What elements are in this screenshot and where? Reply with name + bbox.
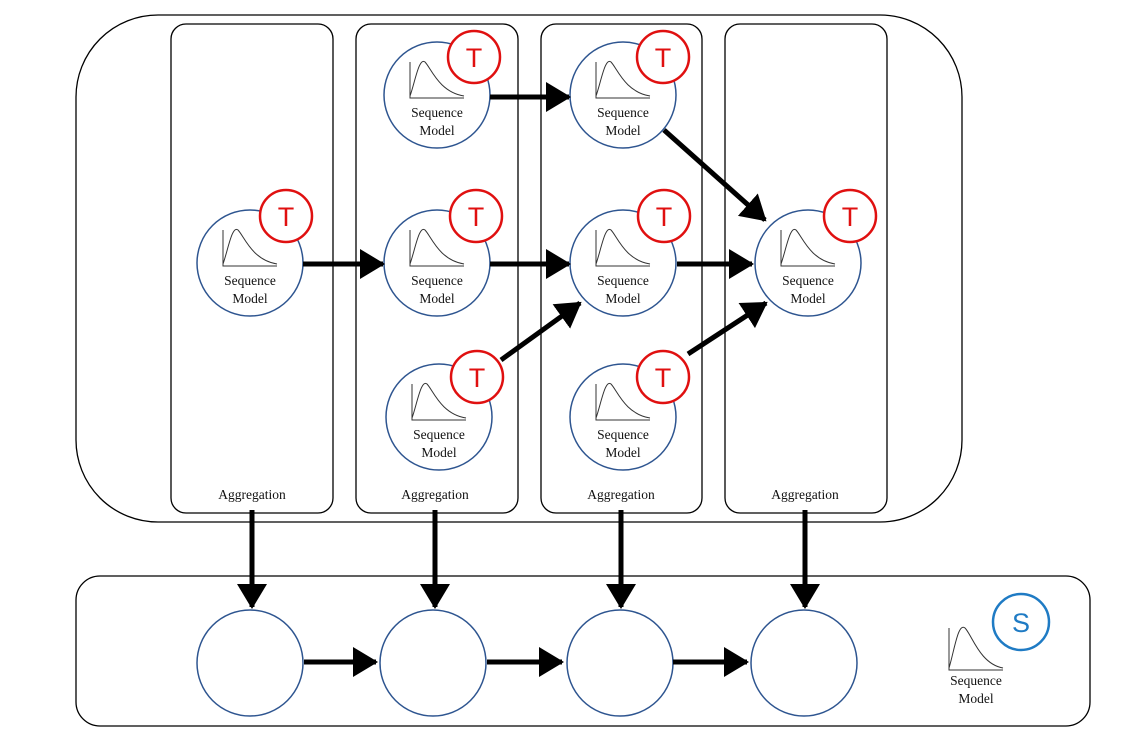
teacher-badge-icon: [449, 349, 505, 405]
teacher-badge-icon: [636, 188, 692, 244]
aggregation-label: Aggregation: [587, 487, 655, 502]
distribution-curve-icon: [595, 60, 651, 99]
distribution-curve-icon: [411, 382, 467, 421]
badge-letter: S: [1012, 608, 1030, 638]
badge-letter: T: [655, 363, 672, 393]
badge-letter: T: [655, 43, 672, 73]
aggregation-label: Aggregation: [401, 487, 469, 502]
distribution-curve-icon: [409, 60, 465, 99]
badge-letter: T: [278, 202, 295, 232]
student-node-4: [750, 609, 858, 717]
legend-label-line2: Model: [958, 691, 993, 706]
aggregation-label: Aggregation: [771, 487, 839, 502]
node-label-line1: Sequence: [411, 273, 463, 288]
student-node-3: [566, 609, 674, 717]
teacher-container: [75, 14, 963, 523]
node-label-line1: Sequence: [597, 273, 649, 288]
teacher-arrows: [303, 82, 768, 363]
arrow-c2bot-c3mid: [499, 300, 582, 363]
node-label-line2: Model: [421, 445, 456, 460]
student-legend: S Sequence Model: [948, 592, 1051, 706]
student-container: [75, 575, 1091, 727]
distribution-curve-icon: [595, 228, 651, 267]
teacher-badge-icon: [446, 29, 502, 85]
node-label-line2: Model: [605, 291, 640, 306]
teacher-node-c2-top: Sequence Model T: [383, 29, 502, 149]
node-label-line1: Sequence: [597, 105, 649, 120]
badge-letter: T: [842, 202, 859, 232]
distribution-curve-icon: [780, 228, 836, 267]
student-node-1: [196, 609, 304, 717]
distribution-curve-icon: [948, 626, 1004, 671]
teacher-node-c1-mid: Sequence Model T: [196, 188, 314, 317]
distribution-curve-icon: [595, 382, 651, 421]
badge-letter: T: [466, 43, 483, 73]
node-label-line2: Model: [605, 445, 640, 460]
node-label-line1: Sequence: [413, 427, 465, 442]
arrow-c3top-c4mid: [662, 128, 767, 222]
student-node-2: [379, 609, 487, 717]
node-label-line2: Model: [232, 291, 267, 306]
node-label-line1: Sequence: [782, 273, 834, 288]
teacher-badge-icon: [635, 349, 691, 405]
teacher-node-c4-mid: Sequence Model T: [754, 188, 878, 317]
node-label-line2: Model: [419, 123, 454, 138]
node-label-line1: Sequence: [224, 273, 276, 288]
teacher-badge-icon: [635, 29, 691, 85]
distribution-curve-icon: [409, 228, 465, 267]
arrow-c3bot-c4mid: [686, 300, 768, 357]
student-badge-icon: [991, 592, 1051, 652]
node-label-line1: Sequence: [597, 427, 649, 442]
node-label-line1: Sequence: [411, 105, 463, 120]
teacher-node-c2-mid: Sequence Model T: [383, 188, 504, 317]
teacher-badge-icon: [822, 188, 878, 244]
teacher-node-c3-mid: Sequence Model T: [569, 188, 692, 317]
badge-letter: T: [656, 202, 673, 232]
teacher-node-c3-top: Sequence Model T: [569, 29, 691, 149]
aggregation-label: Aggregation: [218, 487, 286, 502]
aggregation-arrows: [237, 510, 820, 610]
teacher-node-c3-bot: Sequence Model T: [569, 349, 691, 471]
distribution-curve-icon: [222, 228, 278, 267]
legend-label-line1: Sequence: [950, 673, 1002, 688]
teacher-node-c2-bot: Sequence Model T: [385, 349, 505, 471]
badge-letter: T: [469, 363, 486, 393]
node-label-line2: Model: [605, 123, 640, 138]
teacher-badge-icon: [448, 188, 504, 244]
teacher-badge-icon: [258, 188, 314, 244]
badge-letter: T: [468, 202, 485, 232]
node-label-line2: Model: [790, 291, 825, 306]
node-label-line2: Model: [419, 291, 454, 306]
